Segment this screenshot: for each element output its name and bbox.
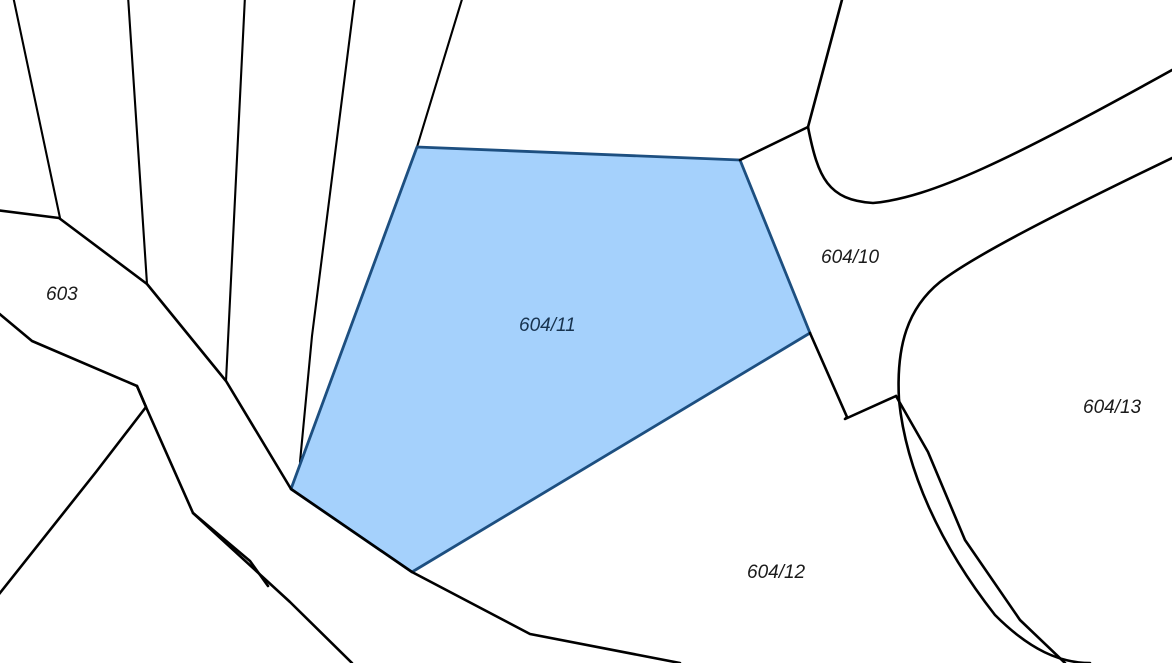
field-strip-line-3 bbox=[224, 0, 246, 383]
field-strip-boundaries bbox=[12, 0, 463, 464]
road-network-right bbox=[738, 0, 1172, 663]
field-strip-line-4 bbox=[298, 0, 356, 464]
field-strip-line-1 bbox=[12, 0, 62, 220]
selected-parcel-604-11-group[interactable] bbox=[289, 145, 812, 574]
parcel-label-603: 603 bbox=[46, 284, 78, 305]
parcel-604-10-west-boundary bbox=[738, 125, 810, 162]
road-northeast-inner-edge bbox=[806, 68, 1172, 205]
road-south-east-edge bbox=[897, 398, 1092, 663]
road-603-north-edge bbox=[0, 209, 682, 663]
road-northeast-outer-edge bbox=[897, 156, 1172, 402]
parcel-label-604-10: 604/10 bbox=[821, 247, 880, 268]
parcel-604-10-north-boundary bbox=[806, 0, 844, 129]
field-strip-line-5 bbox=[415, 0, 463, 149]
field-strip-line-2 bbox=[127, 0, 149, 286]
parcel-label-604-11: 604/11 bbox=[519, 315, 576, 336]
parcel-label-604-12: 604/12 bbox=[747, 562, 806, 583]
road-branch-southwest-edge bbox=[0, 384, 148, 596]
parcel-label-604-13: 604/13 bbox=[1083, 397, 1142, 418]
selected-parcel-604-11[interactable] bbox=[289, 145, 812, 574]
parcel-labels: 603 604/10 604/11 604/12 604/13 bbox=[46, 247, 1142, 583]
road-spur-south bbox=[191, 511, 270, 588]
road-network-left bbox=[0, 209, 682, 663]
parcel-604-12-north-boundary bbox=[808, 331, 898, 421]
road-south-west-edge bbox=[894, 394, 1067, 663]
